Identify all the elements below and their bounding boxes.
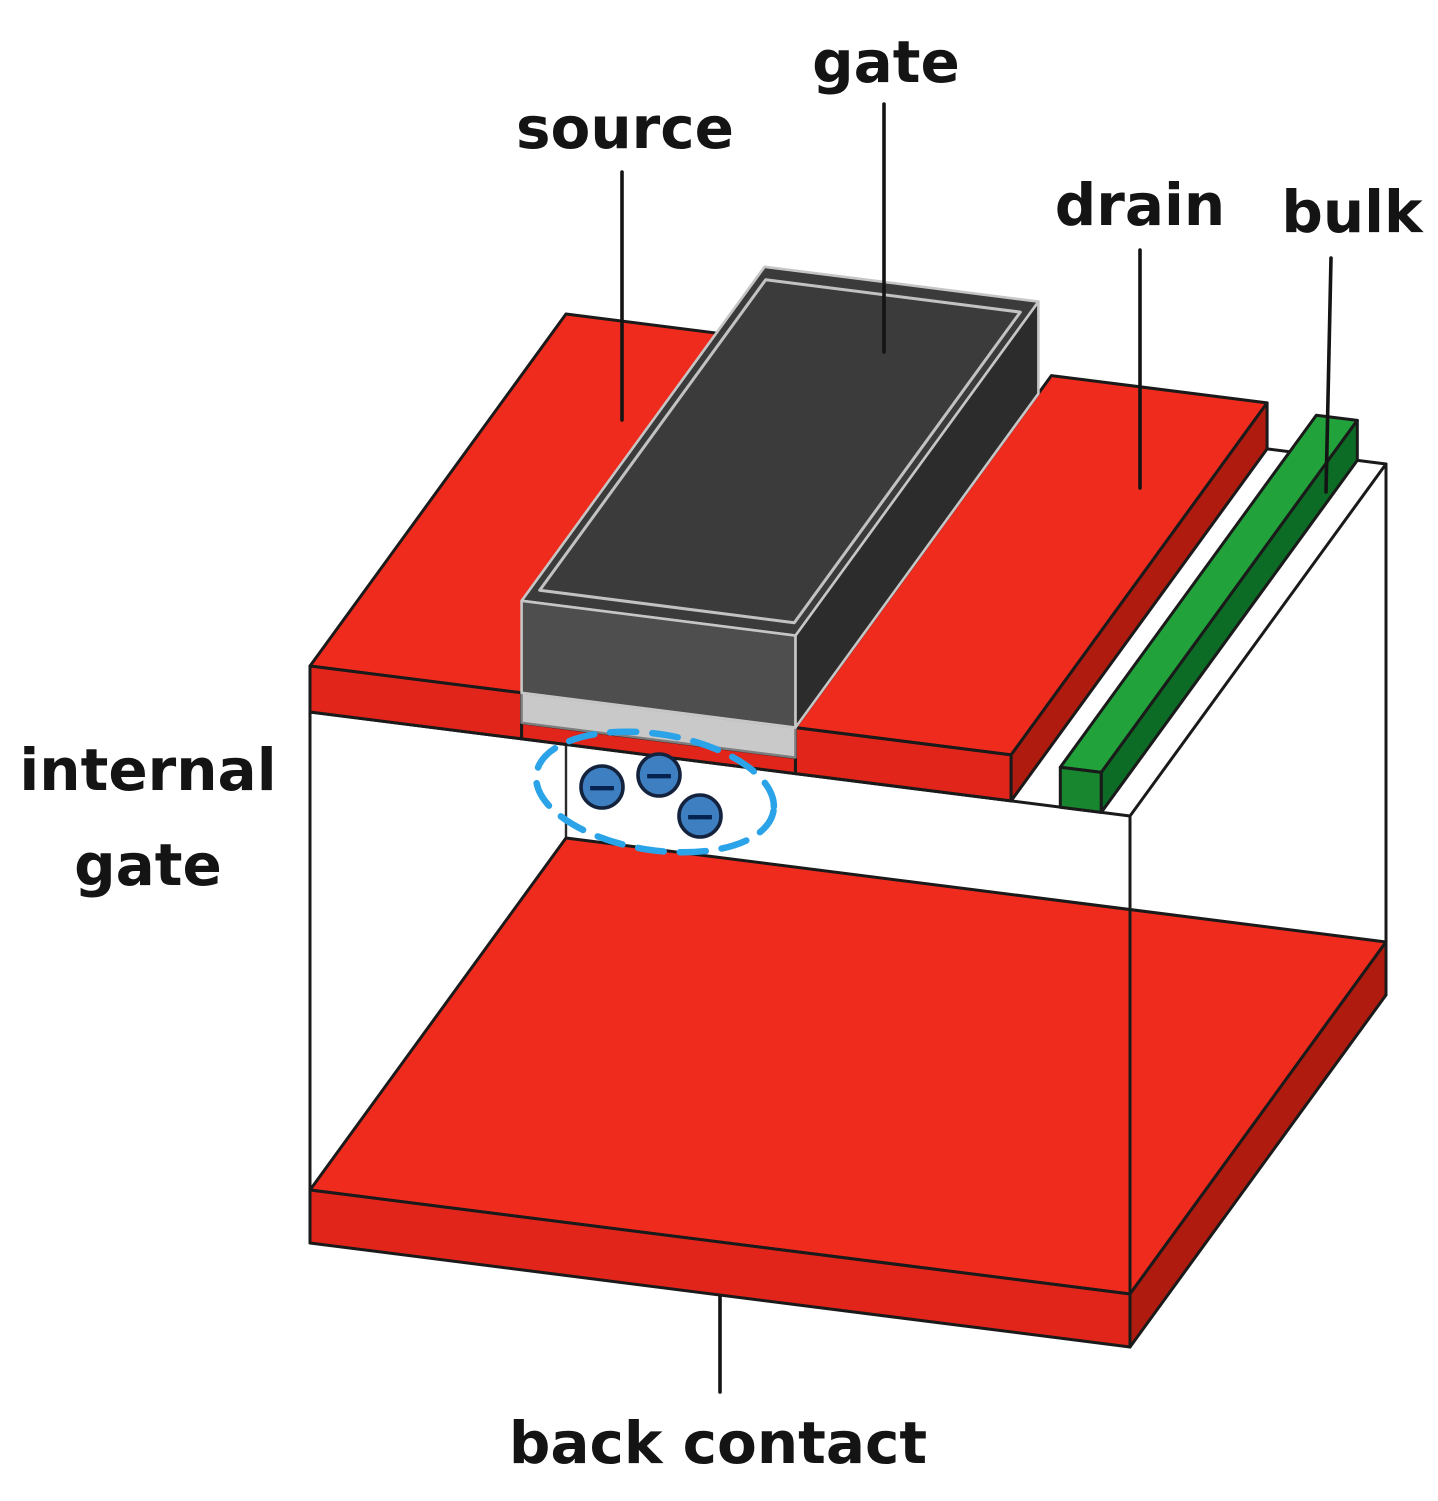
- gate-label: gate: [812, 28, 960, 96]
- electron-icon: [579, 764, 625, 810]
- back-contact-label: back contact: [509, 1409, 927, 1477]
- drain-region-right-face: [1009, 401, 1269, 803]
- drain-label: drain: [1055, 171, 1225, 239]
- bulk-label: bulk: [1281, 178, 1424, 246]
- electron-minus-icon: −: [586, 765, 618, 809]
- electron-minus-icon: −: [643, 753, 675, 797]
- electron-icon: [636, 752, 682, 798]
- electron-icon: [677, 793, 723, 839]
- internal-gate-label-line2: gate: [74, 831, 222, 899]
- electron-minus-icon: −: [684, 794, 716, 838]
- bulk-leader-line: [1324, 256, 1333, 494]
- gate-block-top-rim: [538, 278, 1022, 625]
- bulk-strip-front-face: [1058, 765, 1103, 814]
- bulk-strip-right-face: [1099, 418, 1359, 814]
- internal-gate-label-line1: internal: [19, 736, 276, 804]
- gate-block-front-face: [520, 599, 797, 729]
- source-label: source: [516, 94, 734, 162]
- internal-gate-ellipse: [532, 728, 778, 856]
